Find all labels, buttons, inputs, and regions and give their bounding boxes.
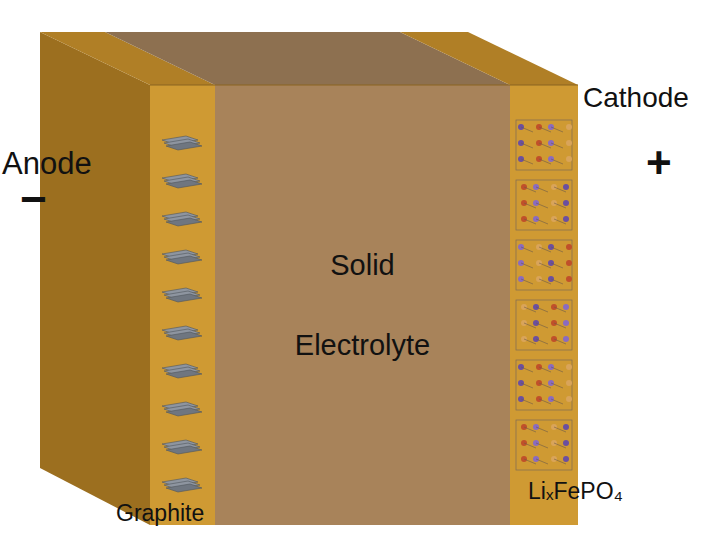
crystal-atom: [563, 304, 569, 310]
crystal-atom: [563, 184, 569, 190]
crystal-bond: [521, 263, 533, 268]
crystal-bond: [536, 427, 548, 432]
graphite-flake: [166, 256, 202, 264]
crystal-bond: [536, 339, 548, 344]
crystal-bond: [521, 383, 533, 388]
crystal-cell: [516, 300, 572, 350]
crystal-atom: [566, 380, 572, 386]
crystal-atom: [566, 140, 572, 146]
crystal-bond: [536, 323, 548, 328]
edge-line: [150, 85, 578, 86]
crystal-atom: [563, 424, 569, 430]
cathode-strip: [510, 85, 578, 525]
graphite-flake: [166, 180, 202, 188]
crystal-bond: [551, 383, 563, 388]
graphite-flakes: [162, 136, 202, 492]
graphite-flake: [166, 218, 202, 226]
lifepo4-crystals: [516, 120, 572, 470]
crystal-atom: [563, 336, 569, 342]
graphite-flake: [166, 446, 202, 454]
crystal-atom: [563, 200, 569, 206]
graphite-flake: [166, 142, 202, 150]
crystal-bond: [551, 399, 563, 404]
electrolyte-face: [215, 85, 510, 525]
electrode-label: Cathode: [583, 82, 689, 114]
crystal-bond: [536, 219, 548, 224]
crystal-atom: [566, 124, 572, 130]
crystal-atom: [566, 244, 572, 250]
crystal-atom: [563, 216, 569, 222]
crystal-atom: [566, 276, 572, 282]
polarity-sign: +: [646, 138, 672, 188]
graphite-flake: [166, 332, 202, 340]
crystal-bond: [521, 127, 533, 132]
crystal-bond: [536, 187, 548, 192]
region-label: Solid Electrolyte: [273, 225, 453, 385]
crystal-atom: [566, 156, 572, 162]
crystal-atom: [563, 440, 569, 446]
crystal-cell: [516, 240, 572, 290]
crystal-bond: [551, 367, 563, 372]
graphite-flake: [166, 370, 202, 378]
crystal-bond: [536, 307, 548, 312]
material-label: Graphite: [116, 500, 204, 527]
crystal-bond: [521, 399, 533, 404]
graphite-flake: [166, 408, 202, 416]
crystal-bond: [536, 203, 548, 208]
crystal-bond: [551, 263, 563, 268]
crystal-bond: [551, 279, 563, 284]
crystal-bond: [521, 367, 533, 372]
crystal-cell: [516, 180, 572, 230]
polarity-sign: −: [20, 172, 47, 226]
crystal-atom: [563, 456, 569, 462]
crystal-bond: [536, 459, 548, 464]
material-label: LiₓFePO₄: [528, 478, 623, 505]
crystal-cell: [516, 360, 572, 410]
crystal-bond: [551, 127, 563, 132]
crystal-bond: [551, 143, 563, 148]
crystal-atom: [566, 364, 572, 370]
crystal-bond: [551, 159, 563, 164]
crystal-atom: [566, 260, 572, 266]
anode-strip: [150, 85, 215, 525]
crystal-bond: [521, 247, 533, 252]
crystal-bond: [521, 143, 533, 148]
crystal-bond: [551, 247, 563, 252]
crystal-bond: [521, 279, 533, 284]
graphite-flake: [166, 294, 202, 302]
graphite-flake: [166, 484, 202, 492]
crystal-cell: [516, 420, 572, 470]
cathode-top-face: [400, 32, 578, 85]
electrolyte-region: Solid Electrolyte: [215, 85, 510, 525]
crystal-bond: [521, 159, 533, 164]
crystal-atom: [563, 320, 569, 326]
crystal-bond: [536, 443, 548, 448]
crystal-cell: [516, 120, 572, 170]
crystal-atom: [566, 396, 572, 402]
left-side-face: [40, 32, 150, 525]
